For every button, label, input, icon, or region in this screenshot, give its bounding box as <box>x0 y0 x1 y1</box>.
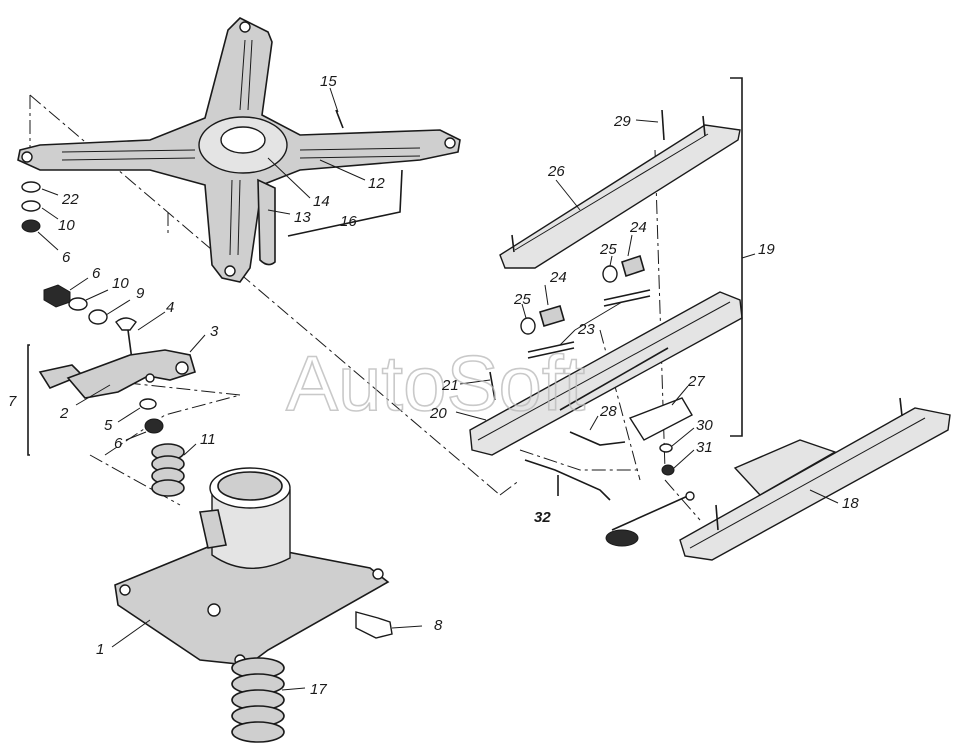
label-22: 22 <box>61 191 79 208</box>
spring-17 <box>231 657 285 743</box>
spring-11 <box>151 443 185 497</box>
watermark: AutoSoft <box>286 339 586 427</box>
upper-slide-rail <box>499 109 741 269</box>
label-32: 32 <box>534 509 551 526</box>
label-19: 19 <box>758 241 775 258</box>
label-25a: 25 <box>599 241 617 258</box>
label-28: 28 <box>599 403 617 420</box>
label-18: 18 <box>842 495 859 512</box>
label-30: 30 <box>696 417 713 434</box>
left-fastener-stack <box>21 181 41 233</box>
label-4: 4 <box>166 299 174 316</box>
label-24a: 24 <box>629 219 647 236</box>
label-10a: 10 <box>58 217 75 234</box>
label-1: 1 <box>96 641 104 658</box>
label-10b: 10 <box>112 275 129 292</box>
leader-lines <box>37 87 839 691</box>
grouping-brackets <box>27 77 743 496</box>
label-20: 20 <box>429 405 447 422</box>
latch-plate <box>569 397 693 476</box>
label-24b: 24 <box>549 269 567 286</box>
label-6c: 6 <box>114 435 123 452</box>
pedal-lever-assembly <box>38 284 196 434</box>
base-plate <box>114 467 393 666</box>
clip-springs-23 <box>527 289 651 359</box>
rail-assembly-18 <box>605 397 951 561</box>
label-13: 13 <box>294 209 311 226</box>
label-14: 14 <box>313 193 330 210</box>
label-7: 7 <box>8 393 17 410</box>
label-31: 31 <box>696 439 713 456</box>
label-21: 21 <box>441 377 459 394</box>
label-2: 2 <box>59 405 69 422</box>
label-9: 9 <box>136 285 145 302</box>
bushings <box>520 254 645 335</box>
label-6a: 6 <box>62 249 71 266</box>
label-15: 15 <box>320 73 337 90</box>
label-16: 16 <box>340 213 357 230</box>
label-3: 3 <box>210 323 219 340</box>
label-26: 26 <box>547 163 565 180</box>
label-11: 11 <box>200 431 216 448</box>
label-27: 27 <box>687 373 705 390</box>
rod-32 <box>524 459 611 501</box>
label-23: 23 <box>577 321 595 338</box>
label-12: 12 <box>368 175 385 192</box>
label-29: 29 <box>613 113 631 130</box>
label-5: 5 <box>104 417 113 434</box>
callout-labels: 1 2 3 4 5 6 6 6 7 8 9 10 10 11 12 13 14 … <box>8 73 859 698</box>
label-6b: 6 <box>92 265 101 282</box>
label-25b: 25 <box>513 291 531 308</box>
label-8: 8 <box>434 617 443 634</box>
spider-bracket <box>17 17 461 283</box>
label-17: 17 <box>310 681 327 698</box>
